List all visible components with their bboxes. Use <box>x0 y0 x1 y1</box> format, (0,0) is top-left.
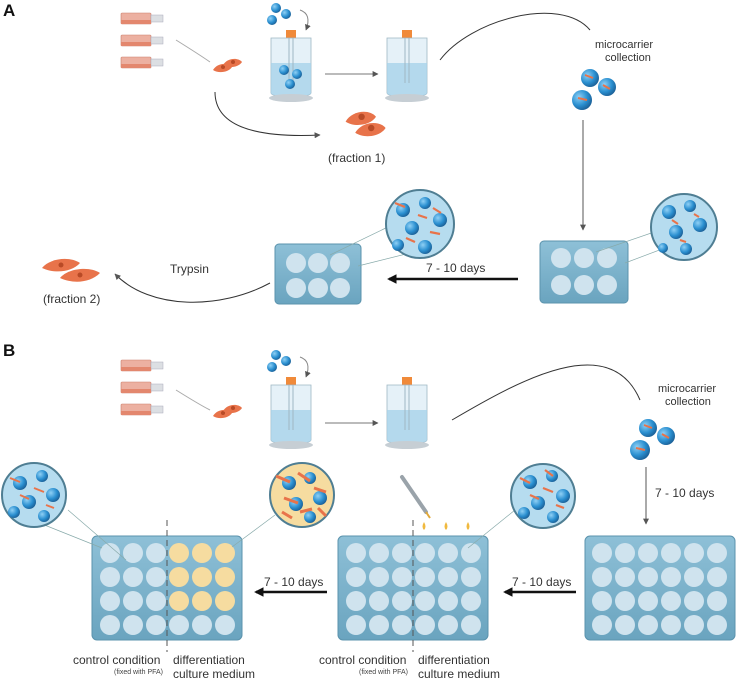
panel-a-spinner-flask-1 <box>268 29 314 103</box>
panel-b-collection-label: collection <box>665 396 711 408</box>
panel-b-zoom-differentiation <box>231 462 335 548</box>
panel-b-plate-left <box>91 520 243 652</box>
panel-b-days-left-label: 7 - 10 days <box>264 575 323 589</box>
panel-b-zoom-middle <box>467 463 576 549</box>
panel-b-days-middle-label: 7 - 10 days <box>512 575 571 589</box>
middle-control-label: control condition <box>319 653 406 667</box>
panel-b-spinner-flask-1 <box>268 376 314 450</box>
middle-control-sub-label: (fixed with PFA) <box>359 669 408 676</box>
panel-a-plate-right <box>539 240 629 304</box>
panel-a-microcarrier-beads-top <box>267 3 291 25</box>
panel-b-plate-right <box>584 535 736 641</box>
panel-a-fraction2-cells <box>42 258 100 282</box>
panel-a-fraction1-cells <box>345 111 386 137</box>
panel-b-label: B <box>3 341 15 360</box>
panel-a-collected-beads <box>572 69 616 110</box>
panel-b-spinner-flask-2 <box>384 376 430 450</box>
fraction1-label: (fraction 1) <box>328 151 385 165</box>
panel-b-arrow-flasks-to-cells <box>175 389 211 411</box>
panel-b-microcarrier-label: microcarrier <box>658 383 716 395</box>
panel-b-detached-cells <box>213 404 242 419</box>
panel-b-flasks <box>120 359 164 416</box>
panel-b-plate-middle <box>337 520 489 652</box>
left-diff-sub-label: culture medium <box>173 667 255 681</box>
panel-a-label: A <box>3 1 15 20</box>
left-control-label: control condition <box>73 653 160 667</box>
panel-a-arrow-trypsin <box>114 273 271 303</box>
middle-diff-sub-label: culture medium <box>418 667 500 681</box>
panel-a-spinner-flask-2 <box>384 29 430 103</box>
panel-a-arrow-flasks-to-cells <box>175 39 211 63</box>
panel-a-detached-cells <box>213 58 242 73</box>
panel-a-arrow-beads-to-bottle <box>299 9 311 31</box>
panel-a-zoom-left <box>329 189 455 267</box>
panel-b-collected-beads <box>630 419 675 460</box>
panel-a-microcarrier-label: microcarrier <box>595 39 653 51</box>
middle-diff-label: differentiation <box>418 653 490 667</box>
panel-a-arrow-to-collection <box>439 12 591 61</box>
panel-a-flasks <box>120 12 164 69</box>
panel-b-pipette <box>400 475 470 530</box>
left-diff-label: differentiation <box>173 653 245 667</box>
panel-b-plate-right-wells <box>592 543 727 635</box>
panel-a-collection-label: collection <box>605 52 651 64</box>
panel-a-zoom-right <box>595 193 718 264</box>
panel-b-arrow-to-collection <box>451 364 641 421</box>
panel-b-days-vertical-label: 7 - 10 days <box>655 486 714 500</box>
panel-a-arrow-to-fraction1 <box>214 91 321 139</box>
panel-b-beads-top <box>267 350 291 372</box>
panel-a-plate-left <box>274 243 362 305</box>
panel-b-arrow-beads-to-bottle <box>299 356 311 378</box>
panel-a-microcarrier-line1: microcarrier <box>595 39 653 51</box>
trypsin-label: Trypsin <box>170 262 209 276</box>
fraction2-label: (fraction 2) <box>43 292 100 306</box>
panel-b-zoom-control <box>1 462 127 561</box>
left-control-sub-label: (fixed with PFA) <box>114 669 163 676</box>
panel-a-days-label: 7 - 10 days <box>426 261 485 275</box>
